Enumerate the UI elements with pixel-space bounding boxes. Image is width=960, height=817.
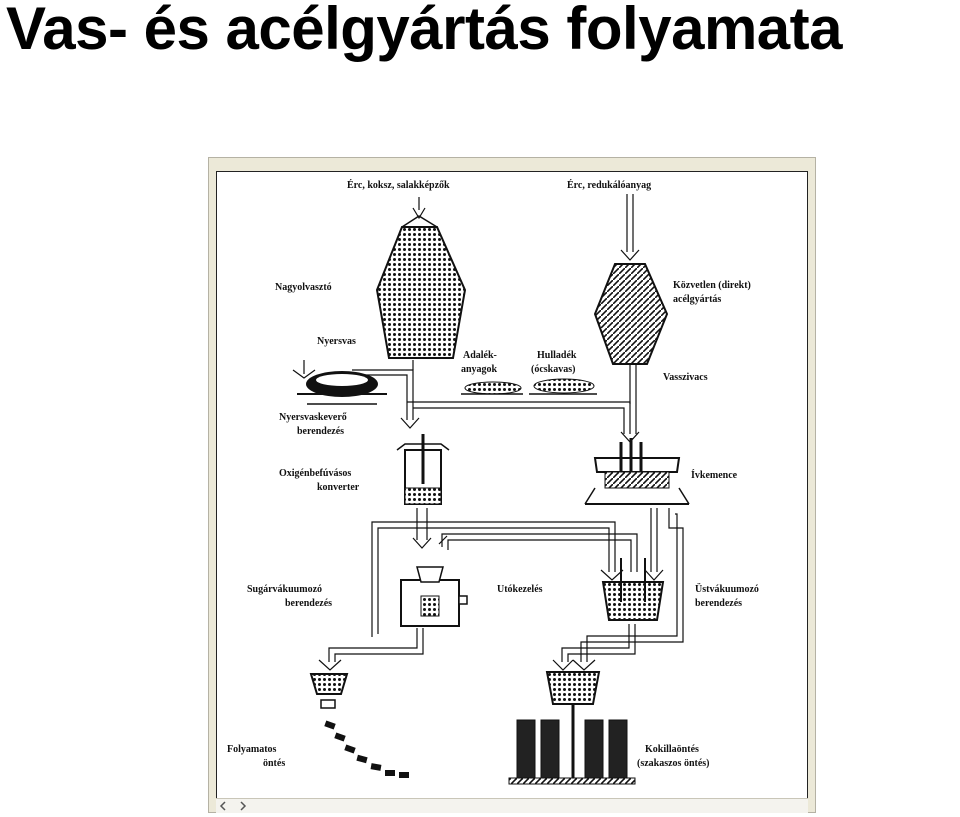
label-additives-line1: Adalék- — [463, 350, 497, 361]
jet-vacuum-unit — [400, 566, 468, 627]
label-mixer-line2: berendezés — [297, 426, 344, 437]
label-direct-line2: acélgyártás — [673, 294, 721, 305]
input-arrow-right — [620, 194, 640, 261]
label-secondary: Utókezelés — [497, 584, 543, 595]
label-converter-line2: konverter — [317, 482, 360, 493]
label-pig-iron: Nyersvas — [317, 336, 356, 347]
scroll-right-icon[interactable] — [238, 801, 248, 811]
horizontal-scrollbar[interactable] — [216, 798, 808, 813]
oxygen-converter — [396, 434, 450, 505]
label-additives-line2: anyagok — [461, 364, 498, 375]
pig-iron-mixer — [292, 360, 387, 405]
label-ingot-line2: (szakaszos öntés) — [637, 758, 710, 769]
input-arrow-left — [412, 197, 426, 220]
label-input-right: Érc, redukálóanyag — [567, 179, 651, 191]
label-converter-line1: Oxigénbefúvásos — [279, 468, 351, 479]
process-diagram-svg: Érc, koksz, salakképzők Érc, redukálóany… — [227, 179, 759, 785]
image-frame: Érc, koksz, salakképzők Érc, redukálóany… — [208, 157, 816, 813]
scroll-left-icon[interactable] — [218, 801, 228, 811]
direct-reduction-shaft — [593, 263, 669, 365]
label-continuous-line2: öntés — [263, 758, 285, 769]
label-ingot-line1: Kokillaöntés — [645, 744, 699, 755]
flow-lines-lower — [318, 624, 636, 671]
label-jet-vacuum-line1: Sugárvákuumozó — [247, 584, 322, 595]
continuous-casting — [309, 673, 409, 778]
arc-furnace — [584, 438, 690, 505]
additives-pile — [461, 381, 523, 395]
blast-furnace — [375, 215, 467, 359]
label-arc-furnace: Ívkemence — [691, 469, 738, 481]
label-jet-vacuum-line2: berendezés — [285, 598, 332, 609]
label-continuous-line1: Folyamatos — [227, 744, 277, 755]
scrap-pile — [529, 378, 597, 395]
label-ladle-vacuum-line1: Üstvákuumozó — [695, 582, 759, 595]
page-title: Vas- és acélgyártás folyamata — [6, 0, 843, 62]
label-scrap-line1: Hulladék — [537, 350, 577, 361]
label-mixer-line1: Nyersvaskeverő — [279, 412, 347, 423]
process-diagram: Érc, koksz, salakképzők Érc, redukálóany… — [216, 171, 808, 799]
flow-lines-upper — [352, 360, 640, 443]
label-blast-furnace: Nagyolvasztó — [275, 282, 332, 293]
ingot-casting — [508, 671, 636, 785]
label-scrap-line2: (ócskavas) — [531, 364, 575, 375]
label-direct-line1: Közvetlen (direkt) — [673, 280, 751, 291]
flow-lines-middle — [371, 508, 684, 671]
ladle-vacuum-unit — [601, 558, 665, 621]
label-input-left: Érc, koksz, salakképzők — [347, 179, 450, 191]
label-ladle-vacuum-line2: berendezés — [695, 598, 742, 609]
label-sponge-iron: Vasszivacs — [663, 372, 708, 383]
